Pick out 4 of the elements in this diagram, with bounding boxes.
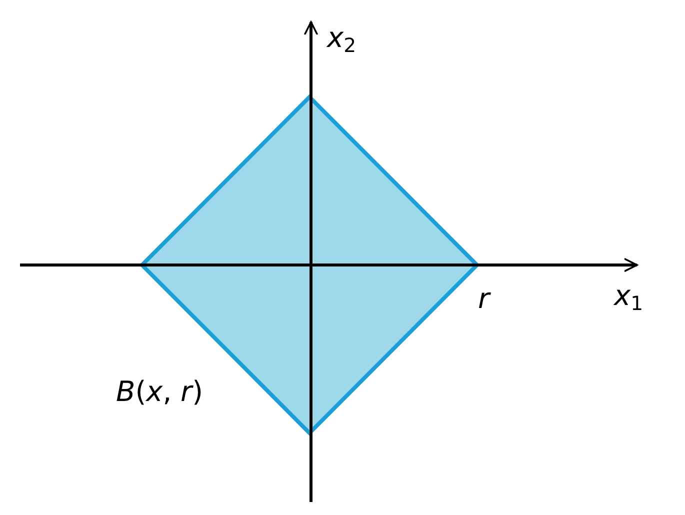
axis-label: r xyxy=(478,285,490,313)
axis-label: x$_{2}$ xyxy=(327,24,356,56)
set-label: B(x, r) xyxy=(116,378,203,406)
axis-label: x$_{1}$ xyxy=(614,282,644,314)
